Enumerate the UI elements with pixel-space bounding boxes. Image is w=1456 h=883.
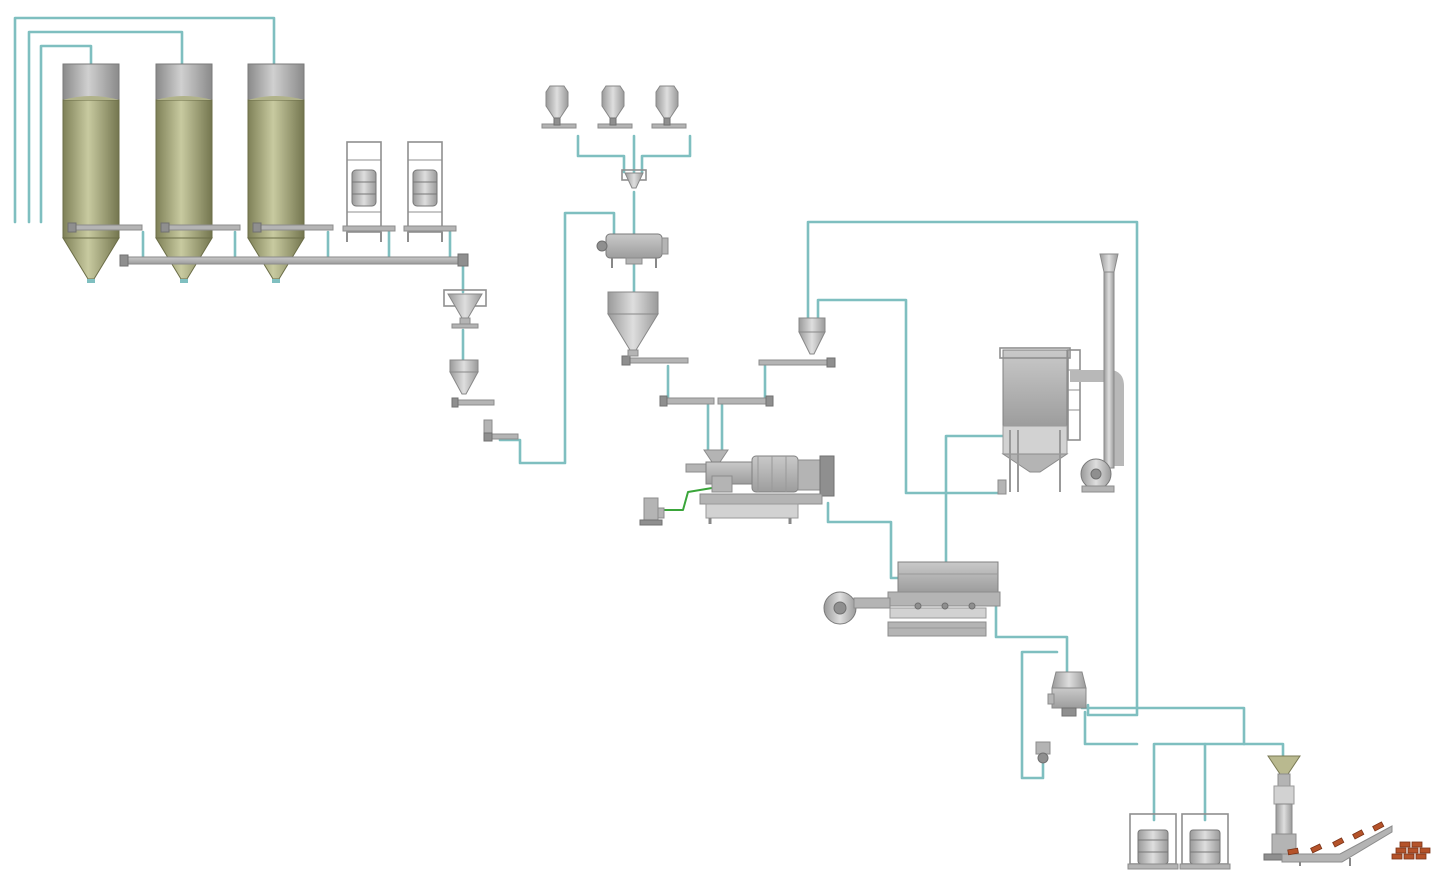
micro-scale-hopper[interactable]: [621, 169, 647, 189]
silo-2[interactable]: [155, 63, 213, 283]
water-dosing-unit[interactable]: [639, 497, 665, 526]
product-line-bigbag-1: [1152, 742, 1246, 822]
recycle-return-line: [806, 220, 1139, 717]
bag-filling-line[interactable]: [1263, 755, 1305, 861]
silo-fill-line-2: [27, 30, 184, 224]
weigh-hopper[interactable]: [443, 289, 487, 329]
mixer[interactable]: [596, 233, 669, 268]
sifter-cooler[interactable]: [1047, 671, 1087, 717]
filled-bags: [1287, 821, 1431, 860]
silo-1[interactable]: [62, 63, 120, 283]
micro-line-3: [640, 134, 692, 174]
feeder-screw[interactable]: [483, 419, 519, 442]
micro-line-1: [576, 134, 626, 174]
cyclone-filter[interactable]: [997, 347, 1081, 495]
dryer-exhaust-line: [944, 434, 1005, 564]
mixer-surge-hopper[interactable]: [607, 291, 689, 366]
bigbag-station-2[interactable]: [403, 141, 457, 242]
exhaust-stack[interactable]: [1070, 253, 1124, 469]
water-line: [660, 487, 713, 511]
rotary-valve-loop: [1020, 650, 1059, 780]
dryer[interactable]: [887, 561, 1001, 637]
rotary-valve[interactable]: [1035, 741, 1051, 764]
silo-3[interactable]: [247, 63, 305, 283]
bag-conveyor[interactable]: [1281, 825, 1393, 866]
silo-fill-line-1: [39, 44, 93, 224]
bigbag-filling-2[interactable]: [1179, 813, 1231, 870]
recycle-hopper[interactable]: [758, 317, 836, 368]
exhaust-fan[interactable]: [1080, 458, 1115, 493]
bigbag-station-1[interactable]: [342, 141, 396, 242]
fines-return-line: [816, 298, 1005, 495]
line-dryer-to-sifter: [994, 603, 1069, 675]
pipe-network: [13, 16, 1285, 822]
intermediate-hopper[interactable]: [449, 359, 495, 408]
line-extruder-to-dryer: [826, 501, 902, 580]
silo-fill-line-3: [13, 16, 276, 224]
extruder-feed-conveyors[interactable]: [659, 395, 774, 407]
line-to-mixer: [498, 211, 616, 465]
extruder[interactable]: [685, 449, 835, 524]
bigbag-filling-1[interactable]: [1127, 813, 1179, 870]
dryer-fan[interactable]: [823, 591, 891, 625]
product-line-bypass: [1083, 710, 1139, 746]
collecting-conveyor[interactable]: [119, 253, 469, 267]
silo-discharge-screws: [67, 222, 334, 233]
micro-ingredient-bins[interactable]: [541, 85, 687, 129]
